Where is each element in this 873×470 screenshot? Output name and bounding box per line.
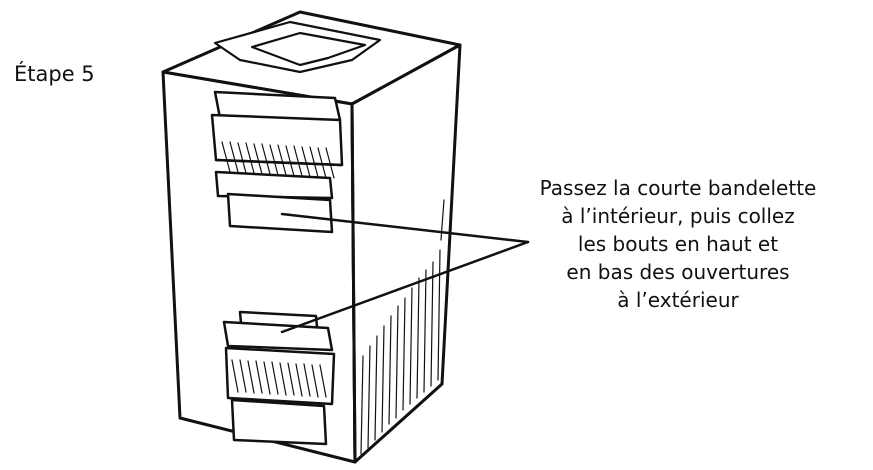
top-tape	[213, 20, 382, 74]
instruction-line: à l’intérieur, puis collez	[561, 204, 795, 228]
step-label: Étape 5	[14, 62, 95, 86]
instruction-line: en bas des ouvertures	[566, 260, 790, 284]
instruction-line: à l’extérieur	[617, 288, 739, 312]
instruction-text: Passez la courte bandelette à l’intérieu…	[498, 174, 858, 314]
pointer-lines	[280, 212, 530, 334]
upper-window	[210, 90, 344, 234]
lower-window	[222, 310, 336, 446]
instruction-line: Passez la courte bandelette	[539, 176, 817, 200]
right-face-shading	[360, 199, 445, 455]
instruction-line: les bouts en haut et	[577, 232, 779, 256]
